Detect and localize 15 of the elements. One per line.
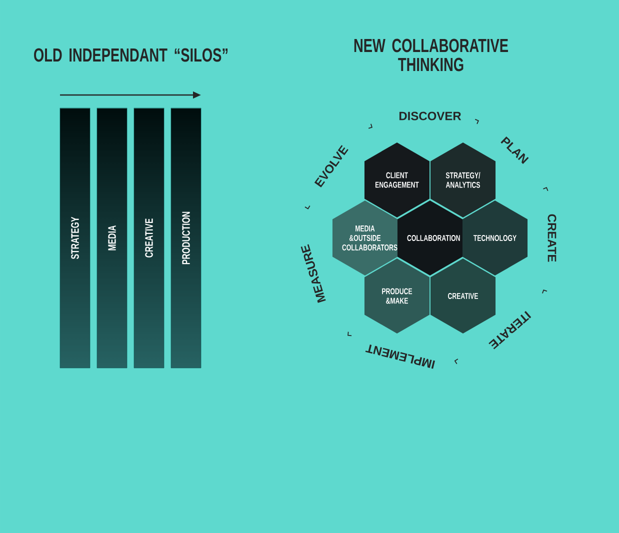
- hexagon: MEDIA &OUTSIDE COLLABORATORS: [332, 200, 398, 276]
- silo-bar: MEDIA: [96, 108, 128, 368]
- hexagon: CLIENT ENGAGEMENT: [364, 142, 430, 218]
- heading: OLD INDEPENDANT “SILOS”: [34, 48, 228, 62]
- hexagon: TECHNOLOGY: [462, 200, 528, 276]
- heading: NEW COLLABORATIVE THINKING: [354, 38, 508, 72]
- silo-bar: PRODUCTION: [170, 108, 202, 368]
- hexagon: CREATIVE: [430, 258, 496, 334]
- hexagon: STRATEGY/ ANALYTICS: [430, 142, 496, 218]
- hexagon: PRODUCE &MAKE: [364, 258, 430, 334]
- silo-bar: STRATEGY: [60, 108, 90, 368]
- silo-bar: CREATIVE: [134, 108, 164, 368]
- cycle-word: CREATE: [548, 214, 556, 262]
- cycle-word: DISCOVER: [399, 112, 462, 120]
- hexagon: COLLABORATION: [397, 200, 463, 276]
